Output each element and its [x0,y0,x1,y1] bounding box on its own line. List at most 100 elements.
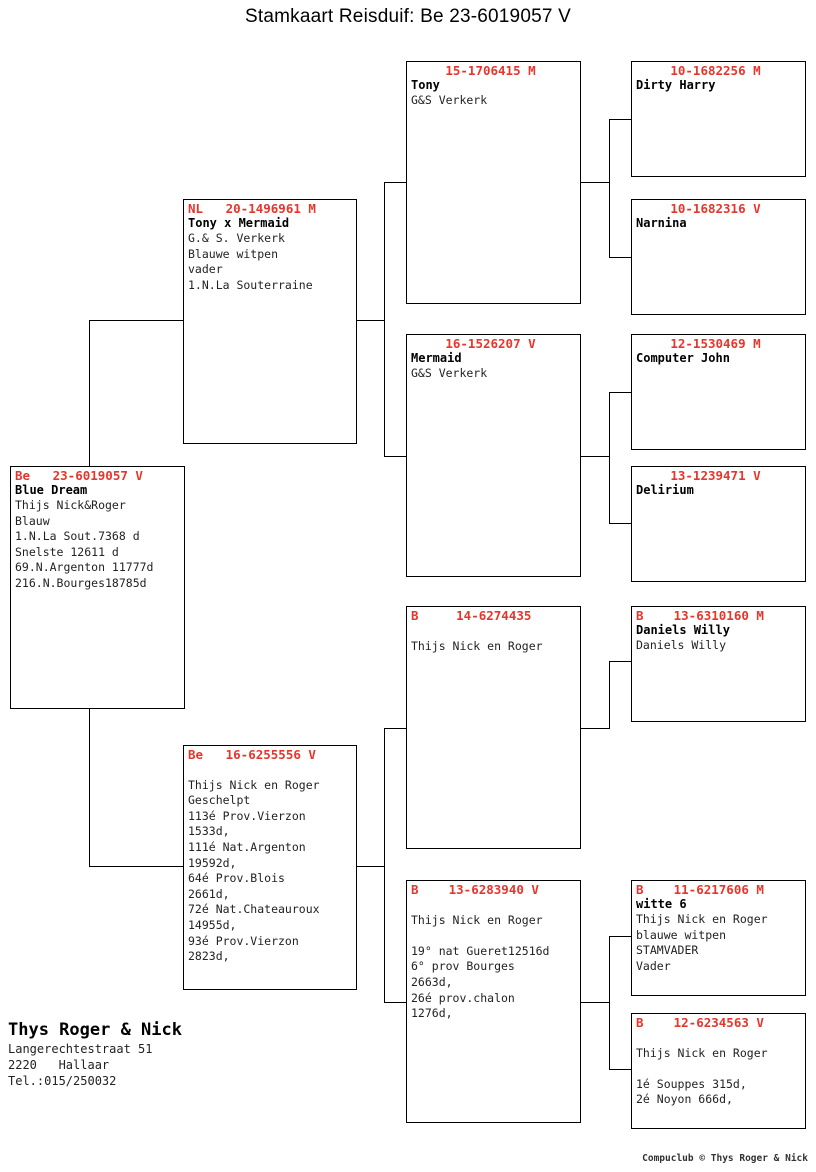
grandparent-4-line-1: Thijs Nick en Roger [411,912,543,927]
subject-name: Blue Dream [15,483,88,497]
great-grandparent-1-name: Dirty Harry [636,78,716,92]
pigeon-box-great-grandparent-4[interactable]: 13-1239471 V Delirium [631,466,806,582]
connector-gp4-horizontal [384,1002,406,1003]
owner-street: Langerechtestraat 51 [8,1042,153,1056]
connector-ggp4-horizontal [609,523,631,524]
connector-gp1-horizontal [384,182,406,183]
great-grandparent-6-line-0: Thijs Nick en Roger [636,912,768,926]
subject-line-0: Thijs Nick&Roger [15,498,126,512]
pigeon-box-great-grandparent-1[interactable]: 10-1682256 M Dirty Harry [631,61,806,177]
mother-line-5: 111é Nat.Argenton [188,839,306,854]
grandparent-4-line-2 [407,928,580,944]
connector-gp3-horizontal [384,728,406,729]
great-grandparent-6-line-1: blauwe witpen [636,927,727,942]
great-grandparent-7-line-3: 1é Souppes 315d, [636,1076,747,1091]
subject-ring: Be 23-6019057 V [15,468,143,483]
father-line-1: Blauwe witpen [188,246,279,261]
connector-mother-parents-vertical [384,728,385,1003]
mother-line-2: Geschelpt [188,793,251,808]
great-grandparent-7-line-2 [632,1061,805,1077]
grandparent-1-line-0: G&S Verkerk [411,93,488,107]
great-grandparent-7-line-0 [632,1030,805,1046]
connector-ggp1-horizontal [609,119,631,120]
mother-line-4: 1533d, [188,824,230,839]
connector-gp1-children-vertical [609,119,610,258]
pigeon-box-great-grandparent-2[interactable]: 10-1682316 V Narnina [631,199,806,315]
mother-line-11: 93é Prov.Vierzon [188,933,299,948]
grandparent-4-line-3: 19° nat Gueret12516d [411,943,550,958]
pigeon-box-mother[interactable]: Be 16-6255556 V Thijs Nick en Roger Gesc… [183,745,357,990]
pigeon-box-grandparent-1[interactable]: 15-1706415 M Tony G&S Verkerk [406,61,581,304]
grandparent-3-line-1: Thijs Nick en Roger [411,638,543,653]
mother-line-8: 2661d, [188,886,230,901]
mother-line-3: 113é Prov.Vierzon [188,808,306,823]
pigeon-box-great-grandparent-6[interactable]: B 11-6217606 M witte 6 Thijs Nick en Rog… [631,880,806,996]
pigeon-box-great-grandparent-7[interactable]: B 12-6234563 V Thijs Nick en Roger 1é So… [631,1013,806,1129]
owner-phone: Tel.:015/250032 [8,1074,117,1088]
great-grandparent-6-line-3: Vader [636,958,671,973]
connector-mother-horizontal [89,866,183,867]
great-grandparent-2-name: Narnina [636,216,687,230]
mother-ring: Be 16-6255556 V [188,747,316,762]
connector-ggp3-horizontal [609,392,631,393]
grandparent-3-ring: B 14-6274435 [411,608,532,623]
mother-line-7: 64é Prov.Blois [188,871,285,886]
mother-line-0 [184,762,356,778]
owner-city: 2220 Hallaar [8,1058,110,1072]
great-grandparent-6-ring: B 11-6217606 M [636,882,764,897]
grandparent-3-line-0 [407,623,580,639]
owner-name: Thys Roger & Nick [8,1020,182,1040]
pigeon-box-grandparent-3[interactable]: B 14-6274435 Thijs Nick en Roger [406,606,581,849]
father-name: Tony x Mermaid [188,216,290,230]
connector-gp2-stub [581,456,610,457]
connector-ggp6-horizontal [609,936,631,937]
pigeon-box-great-grandparent-5[interactable]: B 13-6310160 M Daniels Willy Daniels Wil… [631,606,806,722]
great-grandparent-7-ring: B 12-6234563 V [636,1015,764,1030]
connector-gp2-children-vertical [609,392,610,523]
pigeon-box-grandparent-4[interactable]: B 13-6283940 V Thijs Nick en Roger 19° n… [406,880,581,1123]
father-line-2: vader [188,262,223,277]
great-grandparent-3-name: Computer John [636,351,730,365]
subject-line-3: Snelste 12611 d [15,544,119,559]
subject-line-1: Blauw [15,513,50,528]
great-grandparent-7-line-1: Thijs Nick en Roger [636,1045,768,1060]
connector-gp3-children-vertical [609,661,610,729]
pigeon-box-grandparent-2[interactable]: 16-1526207 V Mermaid G&S Verkerk [406,334,581,577]
connector-ggp7-horizontal [609,1069,631,1070]
connector-mother-parents-stub [357,866,385,867]
great-grandparent-5-name: Daniels Willy [636,623,730,637]
grandparent-2-name: Mermaid [411,351,462,365]
great-grandparent-7-line-4: 2é Noyon 666d, [636,1092,733,1107]
pigeon-box-subject[interactable]: Be 23-6019057 V Blue Dream Thijs Nick&Ro… [10,466,185,709]
page-title: Stamkaart Reisduif: Be 23-6019057 V [245,6,571,27]
grandparent-4-ring: B 13-6283940 V [411,882,539,897]
connector-subject-stub [89,465,90,466]
pigeon-box-great-grandparent-3[interactable]: 12-1530469 M Computer John [631,334,806,450]
connector-father-horizontal [89,320,183,321]
grandparent-2-ring: 16-1526207 V [445,336,536,351]
grandparent-4-line-7: 1276d, [411,1006,453,1021]
mother-line-6: 19592d, [188,855,237,870]
father-line-0: G.& S. Verkerk [188,231,285,245]
grandparent-4-line-4: 6° prov Bourges [411,959,515,974]
grandparent-2-line-0: G&S Verkerk [411,366,488,380]
great-grandparent-1-ring: 10-1682256 M [670,63,761,78]
connector-father-parents-stub [357,320,385,321]
grandparent-1-name: Tony [411,78,440,92]
connector-gp1-stub [581,182,610,183]
owner-block: Thys Roger & Nick Langerechtestraat 51 2… [8,1020,182,1089]
connector-ggp2-horizontal [609,257,631,258]
grandparent-1-ring: 15-1706415 M [445,63,536,78]
great-grandparent-4-ring: 13-1239471 V [670,468,761,483]
connector-gp4-stub [581,1002,610,1003]
connector-gp3-stub [581,728,610,729]
father-line-3: 1.N.La Souterraine [188,277,313,292]
great-grandparent-5-line-0: Daniels Willy [636,638,727,652]
great-grandparent-4-name: Delirium [636,483,694,497]
great-grandparent-6-name: witte 6 [636,897,687,911]
connector-gp2-horizontal [384,456,406,457]
compuclub-credit: Compuclub © Thys Roger & Nick [642,1153,808,1164]
pigeon-box-father[interactable]: NL 20-1496961 M Tony x Mermaid G.& S. Ve… [183,199,357,444]
subject-line-2: 1.N.La Sout.7368 d [15,529,140,544]
